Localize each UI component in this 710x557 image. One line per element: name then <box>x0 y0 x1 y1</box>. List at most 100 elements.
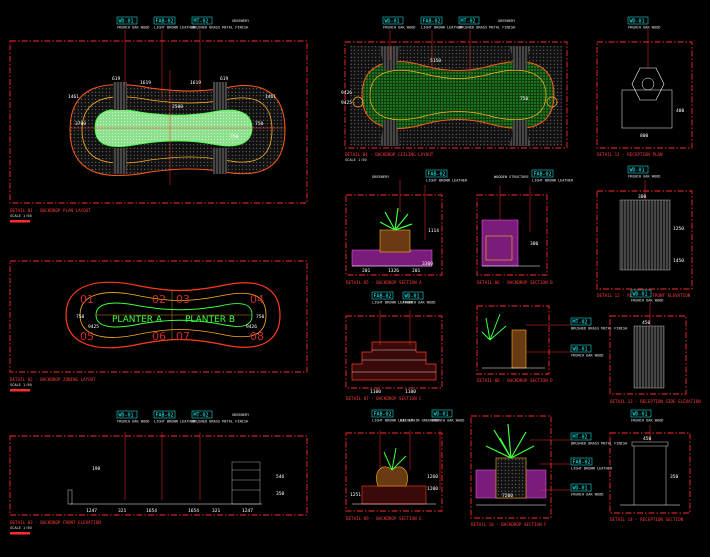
dimension-label: 1114 <box>428 228 439 234</box>
drawing-frame <box>476 305 550 375</box>
planter-pot <box>495 457 527 499</box>
material-tag <box>630 409 652 418</box>
dimension-label: 750 <box>520 96 529 102</box>
material-tag <box>627 165 649 174</box>
material-tag-text: WD-01 <box>633 412 648 418</box>
material-tag <box>531 169 554 178</box>
panel-reception-side: WD-01 FRENCH OAK WOOD 450 DETAIL 13 - RE… <box>609 289 701 404</box>
panel-zoning-layout: PLANTER A PLANTER B 01 02 03 04 05 06 07… <box>9 260 308 392</box>
material-note: LIGHT BROWN LEATHER <box>372 419 414 423</box>
panel-reception-section: WD-01 FRENCH OAK WOOD 450 350 DETAIL 14 … <box>609 409 691 522</box>
material-tag <box>420 16 443 25</box>
zone-number: 01 <box>80 293 94 306</box>
material-tag-text: FAB-02 <box>156 413 174 419</box>
material-note: LIGHT BROWN LEATHER <box>421 26 463 30</box>
ceiling-inner <box>369 69 547 121</box>
material-note: GREENERY <box>232 413 250 417</box>
dimension-label: 800 <box>640 133 649 139</box>
dimension-label: 190 <box>92 466 101 472</box>
dimension-label: 450 <box>643 436 652 442</box>
sculpture-outline <box>631 67 665 101</box>
dimension-label: 7200 <box>502 493 513 499</box>
dimension-label: 3700 <box>75 121 86 127</box>
material-tag <box>371 291 394 300</box>
dimension-label: 321 <box>118 508 127 514</box>
panel-reception-front: WD-01 FRENCH OAK WOOD 300 1250 1450 DETA… <box>596 165 693 298</box>
drawing-frame <box>476 194 548 276</box>
material-tag-text: FAB-02 <box>534 172 552 178</box>
dimension-label: 300 <box>530 241 539 247</box>
material-tag-text: WD-01 <box>405 294 420 300</box>
material-tag <box>191 410 213 419</box>
dimension-label: 1200 <box>427 486 438 492</box>
material-tag-text: MT-02 <box>573 435 588 441</box>
material-tag <box>627 16 649 25</box>
planter-label: PLANTER B <box>185 315 235 325</box>
zone-number: 02 <box>152 293 166 306</box>
tiered-planter <box>351 341 437 381</box>
dimension-label: 201 <box>412 268 421 274</box>
dimension-label: 1619 <box>140 80 151 86</box>
desk-top <box>631 441 669 447</box>
wood-column <box>510 46 530 70</box>
wood-column <box>113 148 127 174</box>
material-note: GREENERY <box>232 19 250 23</box>
reception-side-panel <box>633 325 665 389</box>
material-tag <box>371 409 394 418</box>
material-tag <box>570 432 592 441</box>
panel-ceiling-layout: WD-01 FAB-02 MT-02 FRENCH OAK WOOD LIGHT… <box>341 16 568 162</box>
material-note: BRUSHED BRASS METAL FINISH <box>571 442 627 446</box>
material-tag <box>191 16 213 25</box>
material-tag-text: FAB-02 <box>423 19 441 25</box>
seat-back <box>481 219 519 267</box>
material-tag-text: FAB-02 <box>573 460 591 466</box>
drawing-frame <box>344 41 568 149</box>
material-tag <box>382 16 404 25</box>
material-tag <box>458 16 480 25</box>
dimension-label: 1260 <box>427 474 438 480</box>
wood-column <box>380 120 400 146</box>
material-tag <box>402 291 424 300</box>
drawing-frame <box>345 432 443 512</box>
dimension-label: 1100 <box>405 389 416 395</box>
drawing-frame <box>596 41 693 149</box>
wood-column <box>510 120 530 146</box>
dimension-label: 9425 <box>88 324 99 330</box>
dimension-label: 1461 <box>265 94 276 100</box>
panel-reception-plan: WD-01 FRENCH OAK WOOD 800 400 DETAIL 11 … <box>596 16 693 157</box>
dimension-label: 400 <box>676 108 685 114</box>
drawing-title: DETAIL 07 - BACKDROP SECTION C <box>346 396 422 401</box>
material-tag-text: WD-01 <box>633 292 648 298</box>
sculpture-core <box>641 77 655 91</box>
material-tag-text: MT-02 <box>194 19 209 25</box>
material-note: FRENCH OAK WOOD <box>432 419 464 423</box>
dimension-label: 2500 <box>172 104 183 110</box>
panel-section-e: FAB-02 LIGHT BROWN LEATHER OIL STAIN GRE… <box>345 409 464 521</box>
frame-structure <box>485 235 513 261</box>
plant-leaves <box>481 313 507 341</box>
material-note: FRENCH OAK WOOD <box>117 420 149 424</box>
material-tag <box>425 169 448 178</box>
material-note: LIGHT BROWN LEATHER <box>154 26 196 30</box>
drawing-title: DETAIL 03 - BACKDROP FRONT ELEVATION <box>10 520 101 525</box>
panel-section-a: GREENERY FAB-02 LIGHT BROWN LEATHER 201 … <box>345 169 468 285</box>
material-tag-text: WD-01 <box>573 486 588 492</box>
zone-number: 04 <box>250 293 264 306</box>
seat-base <box>351 249 433 267</box>
zone-number: 08 <box>250 330 264 343</box>
reception-desk <box>621 89 673 129</box>
drawing-title: DETAIL 08 - BACKDROP SECTION D <box>477 378 553 383</box>
panel-section-c: FAB-02 LIGHT BROWN LEATHER WD-01 FRENCH … <box>345 291 443 401</box>
dimension-label: 1654 <box>188 508 199 514</box>
drawing-title: DETAIL 09 - BACKDROP SECTION E <box>346 516 422 521</box>
material-tag <box>630 289 652 298</box>
title-bar <box>10 532 30 535</box>
material-tag-text: WD-01 <box>434 412 449 418</box>
fixture-circle <box>352 96 364 108</box>
zone-number: 06 <box>152 330 166 343</box>
side-panel <box>231 461 261 505</box>
material-tag-text: WD-01 <box>630 19 645 25</box>
dimension-label: 1450 <box>673 258 684 264</box>
drawing-frame <box>345 315 443 389</box>
material-tag <box>116 16 138 25</box>
